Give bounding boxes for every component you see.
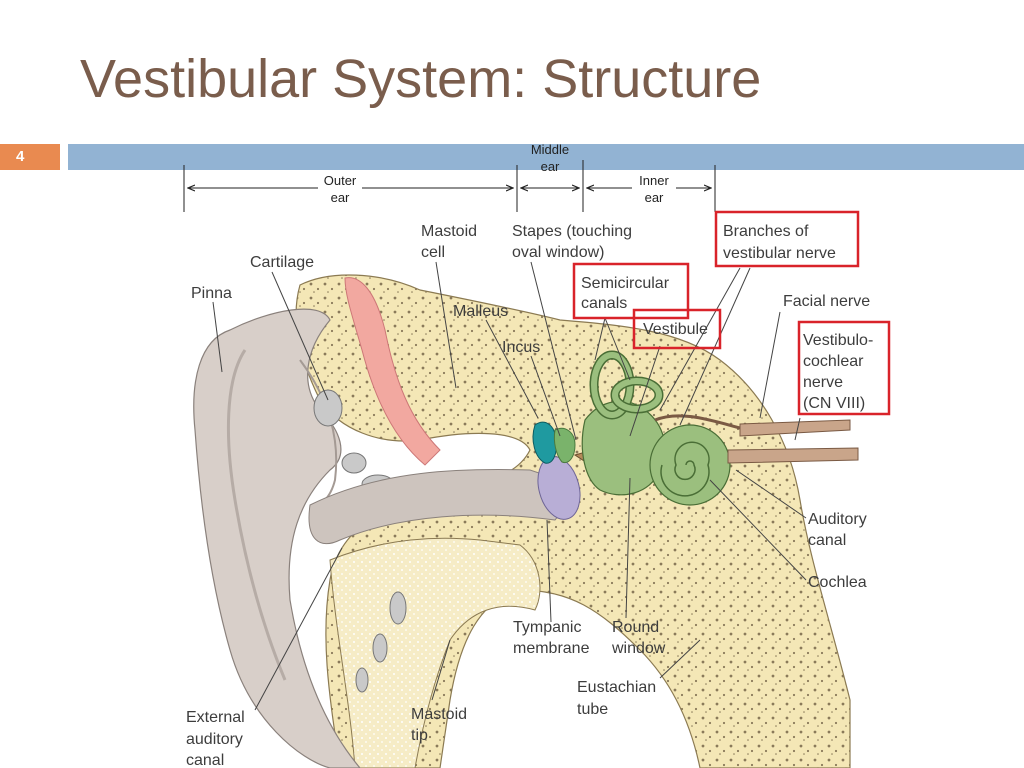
leader-lines	[212, 261, 807, 711]
label-vestibule: Vestibule	[643, 321, 708, 338]
label-external-canal-2: auditory	[186, 731, 243, 748]
label-vestibulocochlear-4: (CN VIII)	[803, 395, 865, 412]
inner-ear-label-2: ear	[645, 190, 664, 205]
label-stapes-1: Stapes (touching	[512, 223, 632, 240]
label-malleus: Malleus	[453, 303, 508, 320]
label-semicircular-2: canals	[581, 295, 627, 312]
outer-ear-label-2: ear	[331, 190, 350, 205]
label-cochlea: Cochlea	[808, 574, 867, 591]
branches-highlight-box	[714, 210, 860, 268]
label-mastoid-tip-1: Mastoid	[411, 706, 467, 723]
label-round-window-2: window	[611, 640, 666, 657]
label-cartilage: Cartilage	[250, 254, 314, 271]
slide-number: 4	[16, 148, 25, 165]
label-branches-1: Branches of	[723, 223, 809, 240]
label-mastoid-cell-2: cell	[421, 244, 445, 261]
section-labels: Outer ear Middle ear Inner ear	[324, 142, 670, 205]
section-dimension-lines	[183, 160, 716, 212]
inner-ear-label-1: Inner	[639, 173, 669, 188]
semicircular-highlight-box	[572, 262, 690, 320]
label-auditory-canal-2: canal	[808, 532, 846, 549]
outer-ear-label-1: Outer	[324, 173, 357, 188]
label-vestibulocochlear-1: Vestibulo-	[803, 332, 873, 349]
label-round-window-1: Round	[612, 619, 659, 636]
label-tympanic-2: membrane	[513, 640, 590, 657]
middle-ear-label-1: Middle	[531, 142, 569, 157]
label-auditory-canal-1: Auditory	[808, 511, 867, 528]
label-eustachian-1: Eustachian	[577, 679, 656, 696]
highlight-boxes	[572, 210, 891, 416]
label-external-canal-3: canal	[186, 752, 224, 768]
pinna-shape	[193, 308, 361, 768]
cartilage-band	[344, 277, 441, 466]
label-incus: Incus	[502, 339, 540, 356]
label-external-canal-1: External	[186, 709, 245, 726]
label-pinna: Pinna	[191, 285, 232, 302]
label-vestibulocochlear-2: cochlear	[803, 353, 864, 370]
label-semicircular-1: Semicircular	[581, 275, 670, 292]
auditory-canal-shape	[308, 468, 563, 545]
label-vestibulocochlear-3: nerve	[803, 374, 843, 391]
label-stapes-2: oval window)	[512, 244, 604, 261]
label-mastoid-tip-2: tip	[411, 727, 428, 744]
label-branches-2: vestibular nerve	[723, 245, 836, 262]
slide-number-box: 4	[0, 144, 60, 170]
label-facial-nerve: Facial nerve	[783, 293, 870, 310]
header-bar	[68, 144, 1024, 170]
middle-ear-label-2: ear	[541, 159, 560, 174]
inner-ear-shapes	[581, 350, 731, 506]
temporal-bone	[295, 274, 851, 768]
vestibulocochlear-highlight-box	[797, 320, 891, 416]
nerve-shapes	[654, 414, 859, 464]
slide-title: Vestibular System: Structure	[80, 49, 762, 109]
label-eustachian-2: tube	[577, 701, 608, 718]
vestibule-highlight-box	[632, 308, 722, 350]
label-mastoid-cell-1: Mastoid	[421, 223, 477, 240]
anatomy-labels: Cartilage Pinna Mastoid cell Stapes (tou…	[186, 223, 873, 768]
label-tympanic-1: Tympanic	[513, 619, 581, 636]
